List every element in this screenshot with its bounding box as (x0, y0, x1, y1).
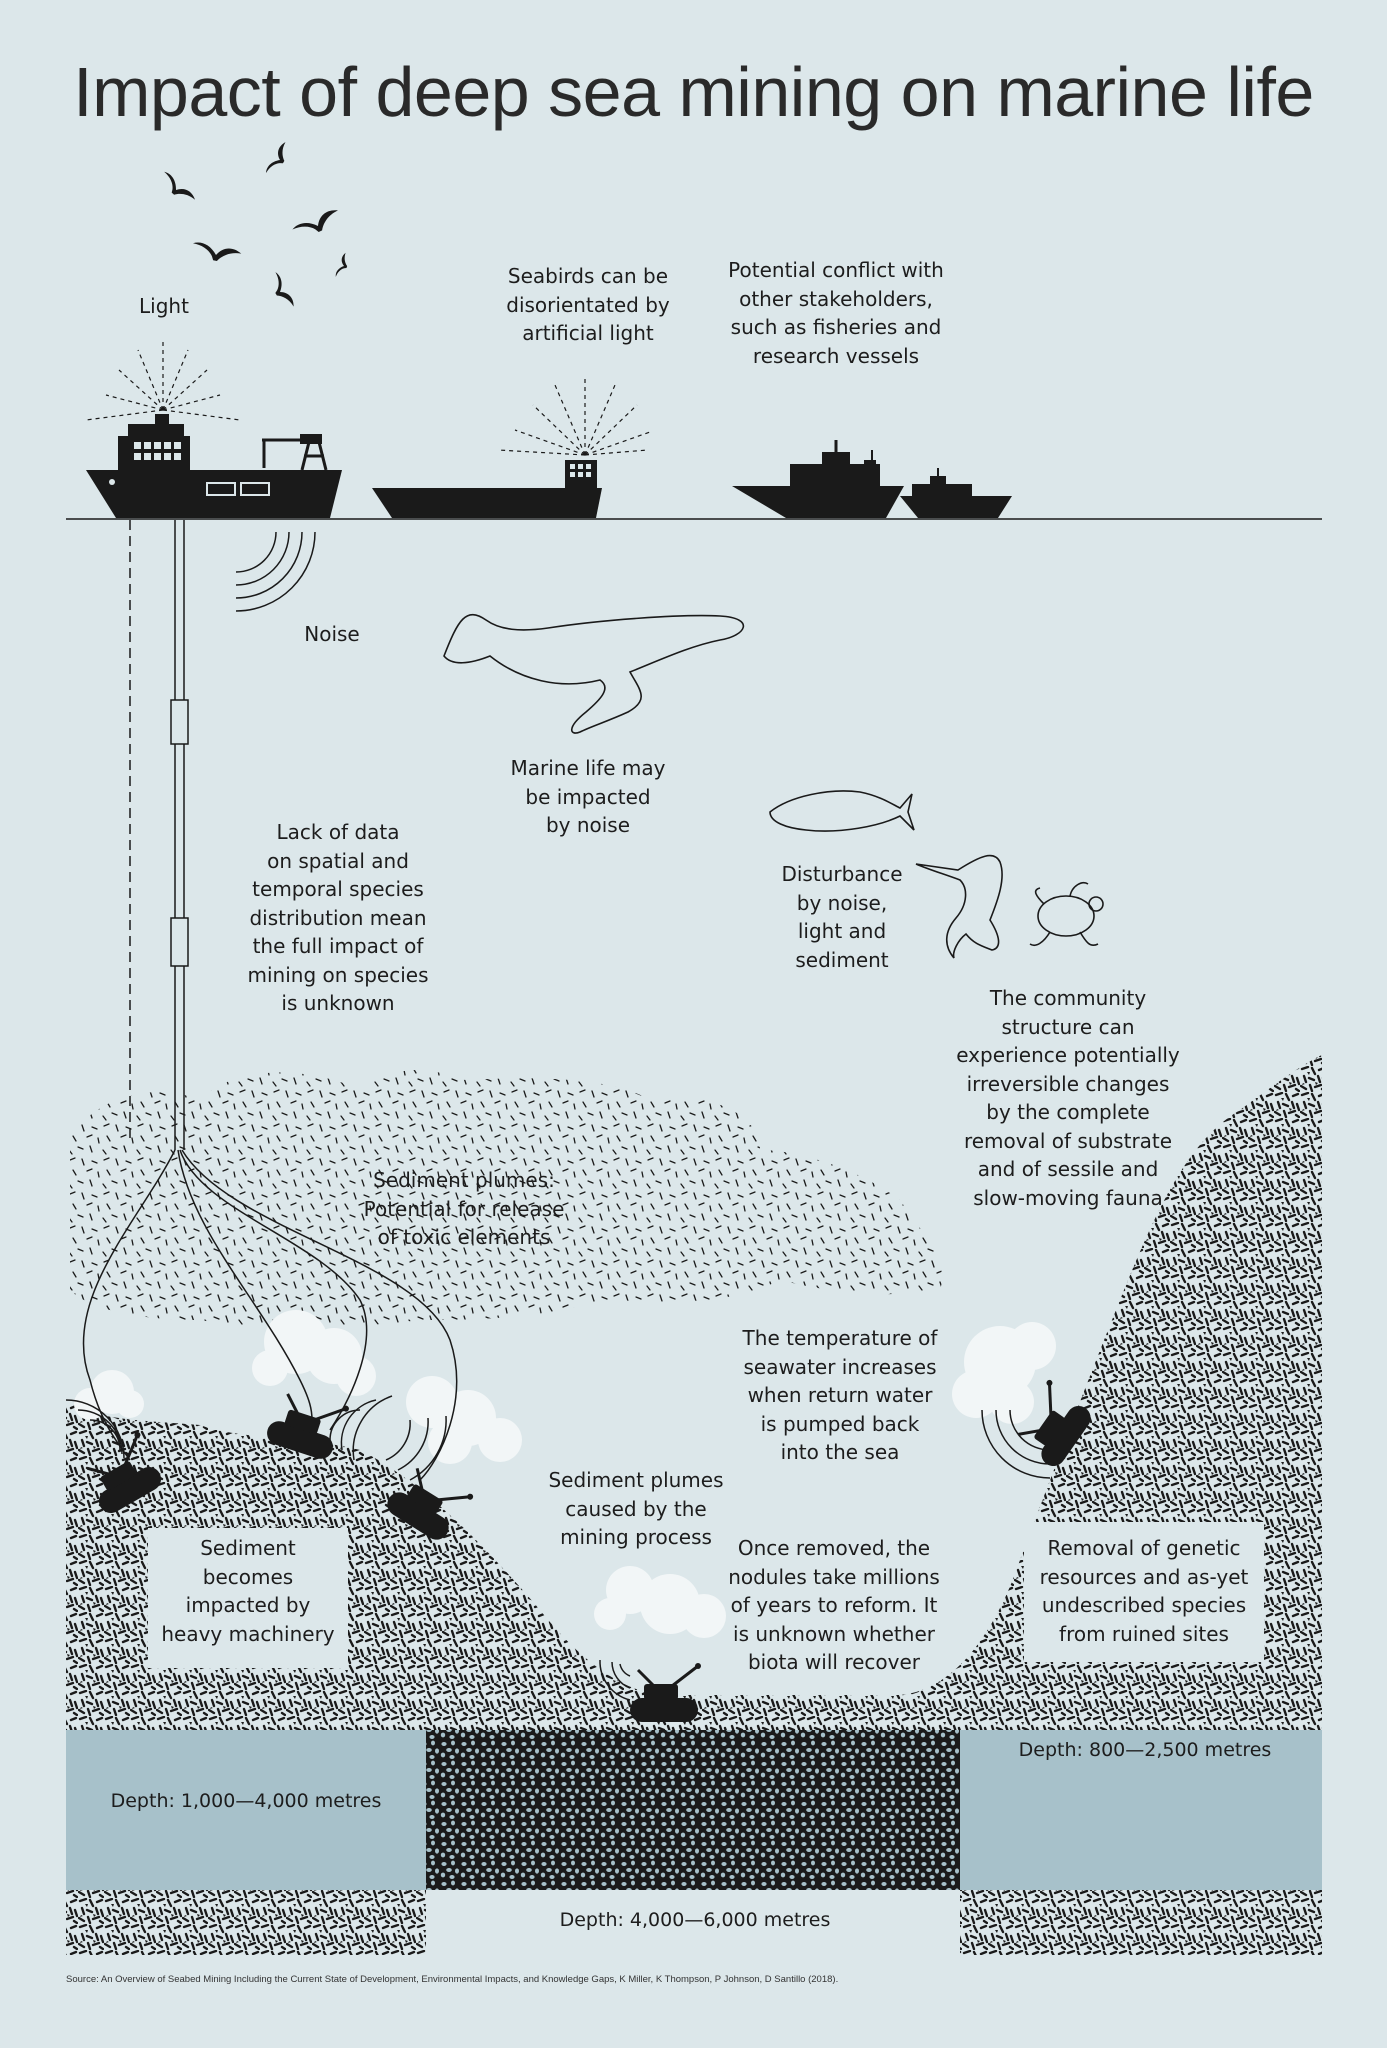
label-box-nodules (718, 1522, 950, 1672)
seabirds-label: Seabirds can be disorientated by artific… (506, 264, 670, 345)
tuna-icon (769, 790, 915, 832)
crawler-plumes (74, 1310, 1056, 1638)
sediment-plume-cloud (70, 1070, 942, 1328)
marlin-icon (915, 854, 1003, 959)
genetic-label: Removal of genetic resources and as-yet … (1039, 1536, 1249, 1646)
depth-right-label: Depth: 800—2,500 metres (1018, 1739, 1272, 1761)
depth-band-left (66, 1730, 426, 1890)
noise-waves (235, 531, 316, 612)
conflict-label: Potential conflict with other stakeholde… (728, 258, 944, 368)
bottom-gap (426, 1890, 960, 1955)
light-label: Light (139, 294, 189, 318)
depth-band-right (960, 1730, 1322, 1890)
source-citation: Source: An Overview of Seabed Mining Inc… (66, 1974, 839, 1985)
fishing-vessel-icon (372, 460, 602, 518)
sediment-impacted-label: Sediment becomes impacted by heavy machi… (161, 1536, 335, 1646)
label-box-sediment (148, 1528, 348, 1668)
turtle-icon (1029, 881, 1104, 947)
nodule-field (426, 1730, 960, 1890)
lack-of-data-label: Lack of data on spatial and temporal spe… (247, 820, 429, 1015)
depth-left-label: Depth: 1,000—4,000 metres (110, 1790, 382, 1812)
research-vessels-icon (732, 440, 1012, 518)
page-title: Impact of deep sea mining on marine life (73, 53, 1314, 131)
whale-icon (443, 613, 745, 734)
noise-label: Noise (304, 622, 360, 646)
light-rays (85, 340, 651, 456)
label-box-temperature (730, 1318, 950, 1458)
birds-icon (156, 140, 352, 312)
community-label: The community structure can experience p… (956, 986, 1180, 1210)
marine-life-label: Marine life may be impacted by noise (510, 756, 666, 837)
crawler-noise-waves (65, 1395, 1051, 1701)
riser-pipe (129, 520, 189, 1150)
temperature-label: The temperature of seawater increases wh… (742, 1326, 938, 1464)
label-box-genetic (1024, 1522, 1264, 1662)
depth-center-label: Depth: 4,000—6,000 metres (559, 1909, 831, 1931)
nodules-label: Once removed, the nodules take millions … (728, 1536, 940, 1674)
collector-hoses (82, 1149, 458, 1481)
plumes-mining-label: Sediment plumes caused by the mining pro… (548, 1468, 724, 1549)
plumes-toxic-label: Sediment plumes: Potential for release o… (363, 1168, 565, 1249)
mining-ship-icon (86, 414, 342, 518)
disturbance-label: Disturbance by noise, light and sediment (781, 862, 903, 972)
label-box-plumes-mining (536, 1458, 736, 1548)
